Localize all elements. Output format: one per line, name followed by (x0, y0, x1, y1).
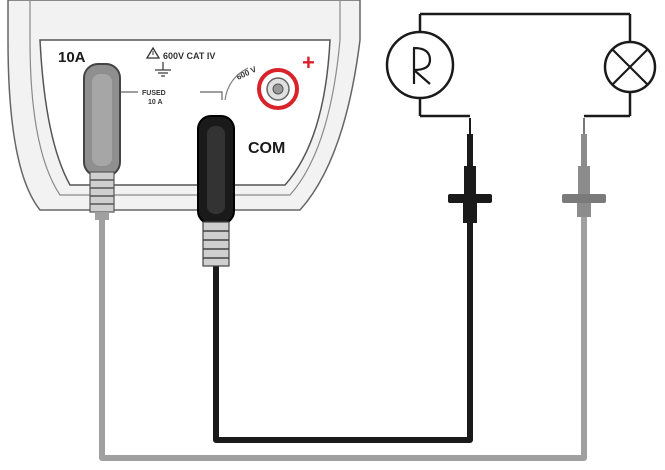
lamp-symbol-icon (603, 40, 657, 94)
voltage-bracket-line (224, 67, 249, 101)
ground-symbol-icon (155, 62, 171, 77)
multimeter-body (7, 0, 361, 211)
black-probe (448, 118, 492, 223)
warning-triangle-icon (145, 46, 161, 59)
gray-probe (562, 118, 606, 217)
warning-label: 600V CAT IV (163, 51, 215, 61)
gray-test-lead (83, 63, 587, 461)
black-test-lead (197, 115, 473, 443)
positive-symbol: + (302, 50, 315, 75)
resistor-symbol-icon (385, 30, 455, 100)
fused-label: FUSED (142, 90, 166, 97)
fuse-rating-label: 10 A (148, 99, 163, 106)
com-label: COM (248, 140, 285, 157)
circuit-wires (418, 12, 632, 118)
jack-10a-label: 10A (58, 49, 86, 66)
positive-jack (257, 68, 299, 110)
